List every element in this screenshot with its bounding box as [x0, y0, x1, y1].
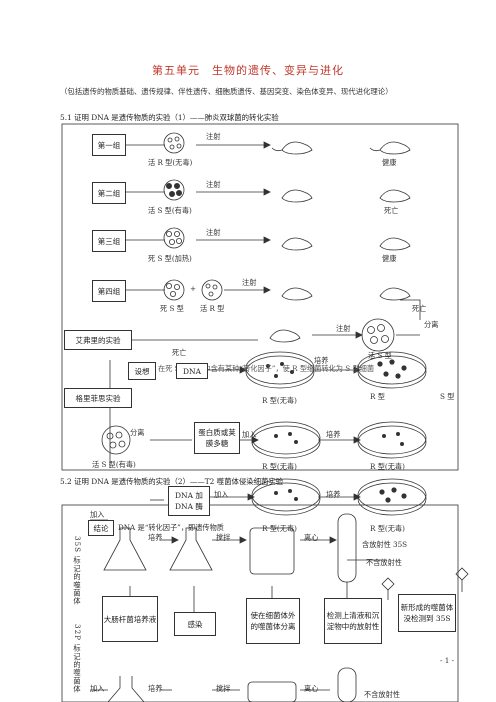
avery-culture-2: 培养	[326, 430, 341, 439]
unit-intro: （包括遗传的物质基础、遗传规律、伴性遗传、细胞质遗传、基因突变、染色体变异、现代…	[60, 87, 393, 96]
infect-box: 感染	[174, 612, 216, 636]
group-3-result: 健康	[382, 254, 397, 263]
griffith-separate: 分离	[424, 320, 439, 329]
separate-phage-box: 使在细菌体外的噬菌体分离	[246, 598, 300, 644]
group-4-box: 第四组	[92, 280, 126, 302]
phage-centrifuge-2: 离心	[304, 684, 319, 693]
hypothesis-label: 设想	[128, 362, 156, 380]
phage-culture-2: 培养	[148, 684, 163, 693]
s35-phage-label: 35S 标记的噬菌体	[73, 536, 82, 606]
group-2-culture: 活 S 型(有毒)	[148, 206, 192, 215]
section-1-heading: 5.1 证明 DNA 是遗传物质的实验（1）——肺炎双球菌的转化实验	[60, 113, 279, 122]
group-4-culture-a: 死 S 型	[160, 304, 184, 313]
griffith-action: 注射	[336, 324, 351, 333]
group-4-plus: +	[190, 284, 197, 293]
avery-r-nontoxic-1: R 型(无毒)	[262, 396, 297, 405]
mouse-icons	[269, 141, 411, 343]
griffith-experiment-label: 格里菲思实验	[64, 388, 132, 408]
avery-culture-1: 培养	[314, 356, 329, 365]
contains-35s: 含放射性 35S	[362, 540, 408, 549]
griffith-live-s: 活 S 型	[368, 351, 392, 360]
avery-culture-3: 培养	[326, 490, 341, 499]
page-title: 第五单元 生物的遗传、变异与进化	[152, 64, 344, 77]
p32-phage-label: 32P 标记的噬菌体	[73, 624, 82, 694]
group-4-action: 注射	[242, 278, 257, 287]
ecoli-culture-box: 大肠杆菌培养液	[102, 596, 158, 642]
avery-r-type: R 型	[370, 392, 385, 401]
hypothesis-text: 在死 S 型细菌中含有某种“转化因子”，使 R 型细菌转化为 S 型细菌	[158, 364, 375, 373]
avery-separate: 分离	[130, 428, 145, 437]
section-2-heading: 5.2 证明 DNA 是遗传物质的实验（2）——T2 噬菌体侵染细菌实验	[60, 477, 284, 486]
dna-enzyme-box: DNA 加 DNA 酶	[168, 486, 210, 516]
new-phage-box: 新形成的噬菌体没检测到 35S	[398, 594, 456, 632]
conclusion-label: 结论	[88, 520, 114, 536]
avery-r-nontoxic-3: R 型(无毒)	[370, 462, 405, 471]
protein-box: 蛋白质或荚膜多糖	[194, 422, 240, 454]
group-4-result: 死亡	[412, 304, 427, 313]
group-3-box: 第三组	[92, 230, 126, 252]
avery-r-nontoxic-5: R 型(无毒)	[370, 524, 405, 533]
griffith-death: 死亡	[172, 348, 187, 357]
group-3-culture: 死 S 型(加热)	[148, 254, 192, 263]
phage-stir-1: 搅拌	[216, 533, 231, 542]
group-1-box: 第一组	[92, 134, 126, 156]
detect-radio-box: 检测上清液和沉淀物中的放射性	[324, 598, 382, 644]
group-2-result: 死亡	[384, 206, 399, 215]
page-number: - 1 -	[440, 656, 454, 665]
live-s-toxic: 活 S 型(有毒)	[92, 460, 136, 469]
group-3-action: 注射	[206, 228, 221, 237]
phage-stir-2: 搅拌	[216, 684, 231, 693]
phage-centrifuge-1: 离心	[304, 533, 319, 542]
avery-experiment-label: 艾弗里的实验	[64, 330, 132, 350]
no-radioactivity-2: 不含放射性	[364, 690, 400, 699]
conclusion-text: DNA 是“转化因子”，即遗传物质	[118, 523, 224, 532]
avery-add-2: 加入	[242, 430, 257, 439]
group-4-culture-b: 活 R 型	[200, 304, 225, 313]
phage-add-2: 加入	[90, 684, 105, 693]
group-2-action: 注射	[206, 180, 221, 189]
dna-box: DNA	[176, 363, 208, 379]
no-radioactivity-1: 不含放射性	[366, 558, 402, 567]
group-1-culture: 活 R 型(无毒)	[148, 158, 193, 167]
avery-r-nontoxic-4: R 型(无毒)	[262, 524, 297, 533]
phage-add-1: 加入	[90, 510, 105, 519]
phage-culture-1: 培养	[148, 533, 163, 542]
avery-add-3: 加入	[214, 490, 229, 499]
group-2-box: 第二组	[92, 182, 126, 204]
avery-r-nontoxic-2: R 型(无毒)	[262, 462, 297, 471]
avery-s-type: S 型	[440, 392, 455, 401]
group-1-result: 健康	[382, 158, 397, 167]
group-1-action: 注射	[206, 132, 221, 141]
